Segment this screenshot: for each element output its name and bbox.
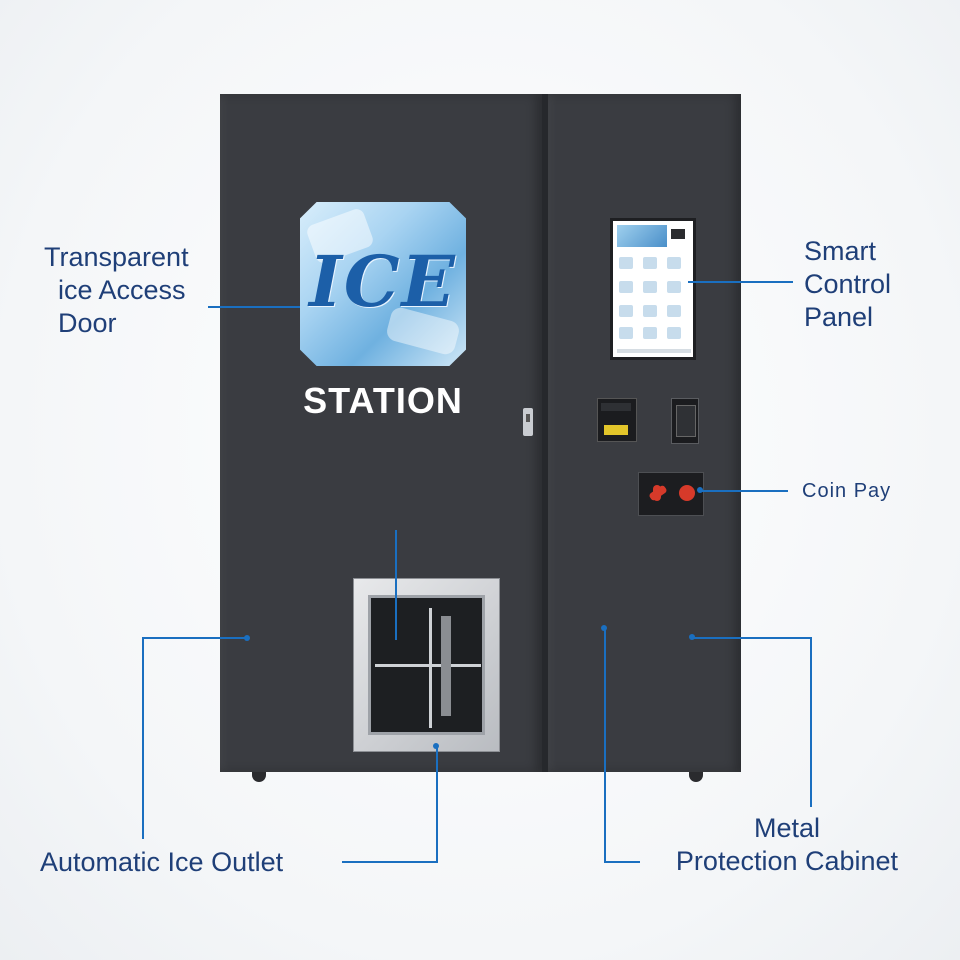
screen-product-tile xyxy=(643,281,657,293)
callout-line-outlet-vertical xyxy=(395,530,397,640)
label-metal-protection-cabinet: Metal Protection Cabinet xyxy=(654,812,920,878)
label-line: Smart xyxy=(804,236,877,266)
label-line: Transparent xyxy=(44,242,189,272)
outlet-rail xyxy=(429,608,432,728)
card-reader-lip xyxy=(601,403,631,411)
outlet-chute xyxy=(441,616,451,716)
caster-foot-left xyxy=(252,772,266,782)
callout-dot-cabinet xyxy=(601,625,607,631)
label-coin-pay: Coin Pay xyxy=(802,480,892,502)
screen-product-tile xyxy=(667,257,681,269)
screen-footer-bar xyxy=(617,349,691,353)
callout-dot-coin xyxy=(697,487,703,493)
label-automatic-ice-outlet: Automatic Ice Outlet xyxy=(40,847,284,877)
screen-product-tile xyxy=(667,305,681,317)
coin-acceptor xyxy=(638,472,704,516)
outlet-rail xyxy=(375,664,481,667)
callout-line-left-cabinet-h xyxy=(142,637,246,639)
ice-logo-text: ICE xyxy=(309,240,457,323)
door-lock-icon xyxy=(523,408,533,436)
screen-product-tile xyxy=(667,327,681,339)
station-sign: STATION xyxy=(303,380,463,421)
cabinet-seam xyxy=(542,94,548,772)
callout-line-right-cabinet-h xyxy=(692,637,812,639)
callout-line-cabinet-v xyxy=(604,628,606,862)
screen-product-tile xyxy=(619,281,633,293)
callout-dot-right-cabinet xyxy=(689,634,695,640)
label-line: Protection Cabinet xyxy=(675,846,899,876)
screen-button xyxy=(671,229,685,239)
bill-acceptor xyxy=(671,398,699,444)
transparent-ice-door-window: ICE xyxy=(300,202,466,366)
label-line: Panel xyxy=(804,302,874,332)
card-slot xyxy=(604,425,628,435)
callout-line-door xyxy=(208,306,300,308)
label-line: Control xyxy=(804,269,892,299)
label-transparent-door: Transparent ice Access Door xyxy=(44,241,189,340)
callout-line-outlet-horizontal xyxy=(342,861,438,863)
callout-line-outlet-lower xyxy=(436,748,438,862)
callout-dot-outlet xyxy=(433,743,439,749)
ice-outlet-opening xyxy=(368,595,485,735)
smart-control-panel-screen xyxy=(610,218,696,360)
label-line: Door xyxy=(58,308,117,338)
coin-return-button-icon xyxy=(679,485,695,501)
card-reader xyxy=(597,398,637,442)
callout-line-coin xyxy=(700,490,788,492)
screen-product-tile xyxy=(619,257,633,269)
label-line: Metal xyxy=(753,813,821,843)
bill-acceptor-face xyxy=(676,405,696,437)
screen-product-tile xyxy=(619,327,633,339)
screen-product-tile xyxy=(619,305,633,317)
callout-line-cabinet-h xyxy=(604,861,640,863)
screen-product-tile xyxy=(667,281,681,293)
screen-product-tile xyxy=(643,305,657,317)
callout-line-left-cabinet-v xyxy=(142,637,144,839)
caster-foot-right xyxy=(689,772,703,782)
label-smart-control-panel: Smart Control Panel xyxy=(804,235,891,334)
callout-line-right-cabinet-v xyxy=(810,637,812,807)
screen-product-tile xyxy=(643,327,657,339)
screen-product-tile xyxy=(643,257,657,269)
right-cabinet xyxy=(548,94,741,772)
ice-outlet-frame xyxy=(353,578,500,752)
callout-line-panel xyxy=(688,281,793,283)
callout-dot-left-cabinet xyxy=(244,635,250,641)
screen-banner xyxy=(617,225,667,247)
label-line: ice Access xyxy=(58,275,186,305)
